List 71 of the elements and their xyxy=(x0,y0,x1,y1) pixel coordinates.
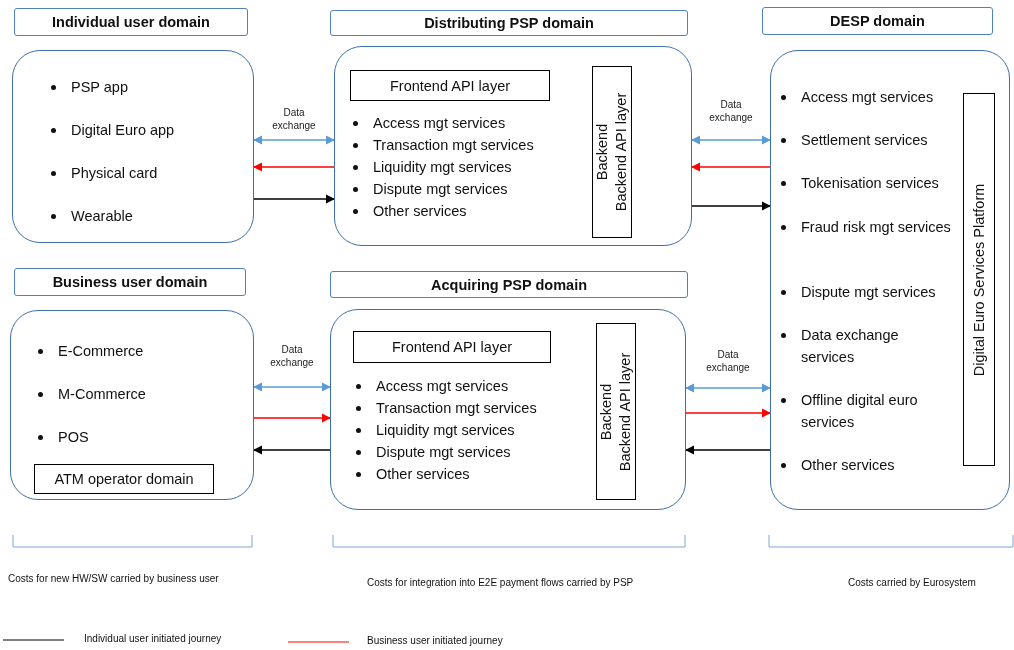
list-item: Other services xyxy=(801,456,896,475)
list-item: Transaction mgt services xyxy=(376,399,538,418)
domain-box xyxy=(330,309,686,510)
domain-box xyxy=(10,310,254,500)
domain-box xyxy=(770,50,1010,510)
list-item: Settlement services xyxy=(801,131,929,150)
arrow xyxy=(685,445,771,455)
arrow xyxy=(253,382,331,392)
arrow xyxy=(691,201,771,211)
domain-title: Individual user domain xyxy=(52,14,210,30)
arrow xyxy=(253,135,335,145)
domain-title: DESP domain xyxy=(830,13,925,29)
arrow xyxy=(253,413,331,423)
cost-note: Costs for new HW/SW carried by business user xyxy=(8,573,219,584)
layer-box xyxy=(963,93,995,466)
list-item: Dispute mgt services xyxy=(373,180,509,199)
list-item: Tokenisation services xyxy=(801,174,940,193)
layer-label: Frontend API layer xyxy=(391,339,513,355)
domain-heading-box xyxy=(14,8,248,36)
arrow xyxy=(691,135,771,145)
legend-text: Business user initiated journey xyxy=(367,635,503,646)
list-item: M-Commerce xyxy=(58,385,147,404)
list-item: Access mgt services xyxy=(373,114,507,133)
list-item: Dispute mgt services xyxy=(376,443,512,462)
arrow xyxy=(253,162,335,172)
layer-box xyxy=(592,66,632,238)
arrow xyxy=(685,383,771,393)
list-item: Offline digital euro services xyxy=(801,391,919,432)
list-item: Fraud risk mgt services xyxy=(801,218,951,237)
list-item: Other services xyxy=(373,202,468,221)
cost-note: Costs for integration into E2E payment flows carried by PSP xyxy=(367,577,634,588)
list-item: Digital Euro app xyxy=(71,121,176,140)
arrow xyxy=(253,194,335,204)
list-item: Wearable xyxy=(71,207,134,226)
list-item: E-Commerce xyxy=(58,342,145,361)
domain-title: Acquiring PSP domain xyxy=(431,276,587,293)
layer-label: Frontend API layer xyxy=(389,77,511,94)
cost-note: Costs carried by Eurosystem xyxy=(848,577,976,588)
list-item: Physical card xyxy=(71,164,159,183)
list-item: Liquidity mgt services xyxy=(373,158,513,177)
list-item: PSP app xyxy=(71,78,129,97)
list-item: Other services xyxy=(376,465,471,484)
list-item: Access mgt services xyxy=(376,377,510,396)
layer-label: Backend xyxy=(597,382,615,442)
arrow xyxy=(691,162,771,172)
domain-box xyxy=(12,50,254,243)
layer-box xyxy=(350,70,550,101)
list-item: Transaction mgt services xyxy=(373,136,535,155)
list-item: POS xyxy=(58,428,90,447)
domain-heading-box xyxy=(330,10,688,36)
layer-label: Backend xyxy=(593,122,611,183)
layer-label: Backend API layer xyxy=(612,92,630,212)
layer-box xyxy=(353,331,551,363)
arrow xyxy=(253,445,331,455)
domain-title: Business user domain xyxy=(52,274,208,290)
legend-text: Individual user initiated journey xyxy=(84,633,222,644)
domain-heading-box xyxy=(14,268,246,296)
list-item: Dispute mgt services xyxy=(801,283,937,302)
domain-title: Distributing PSP domain xyxy=(424,15,594,31)
layer-box xyxy=(596,323,636,500)
layer-label: Digital Euro Services Platform xyxy=(969,183,988,376)
domain-heading-box xyxy=(330,271,688,298)
layer-label: Backend API layer xyxy=(616,352,634,471)
layer-label: ATM operator domain xyxy=(54,471,194,487)
layer-box xyxy=(34,464,214,494)
domain-heading-box xyxy=(762,7,993,35)
domain-box xyxy=(334,46,692,246)
arrow xyxy=(685,408,771,418)
list-item: Data exchange services xyxy=(801,326,900,367)
list-item: Liquidity mgt services xyxy=(376,421,516,440)
list-item: Access mgt services xyxy=(801,88,935,107)
